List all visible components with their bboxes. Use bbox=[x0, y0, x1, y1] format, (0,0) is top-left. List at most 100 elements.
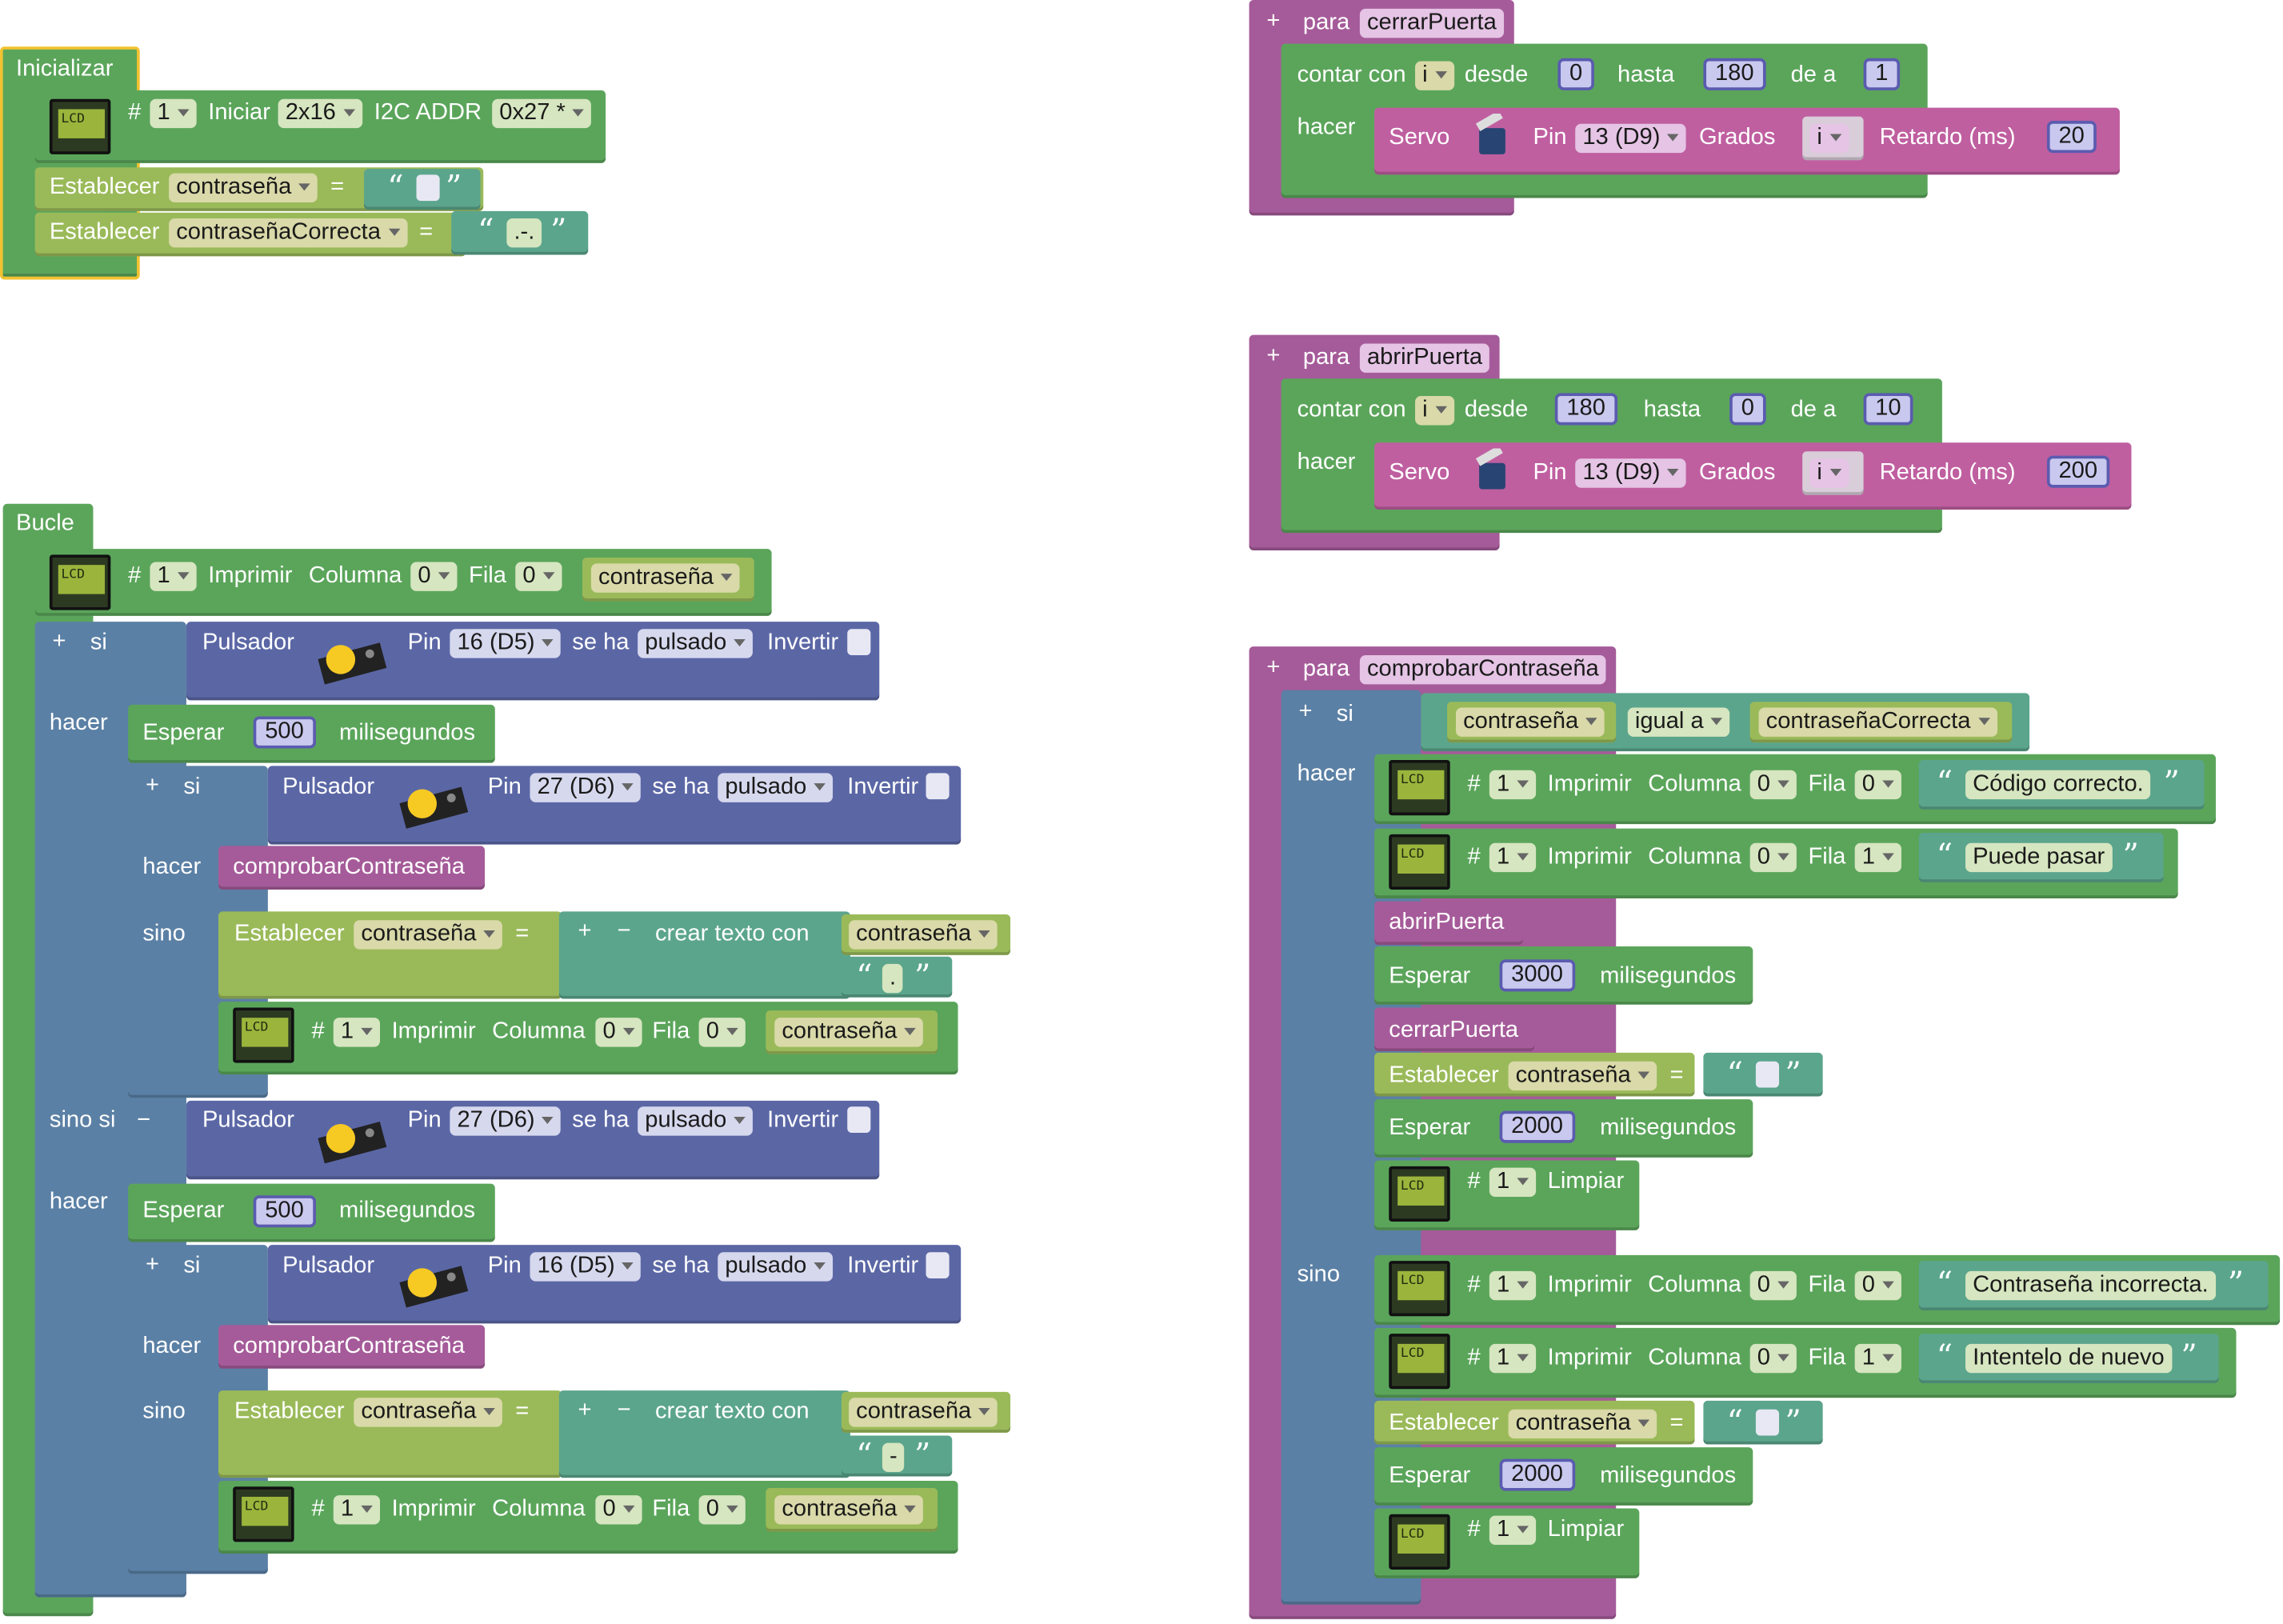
var-dropdown[interactable]: i bbox=[1415, 396, 1454, 426]
text-field[interactable] bbox=[1755, 1061, 1780, 1088]
text-value[interactable]: Contraseña incorrecta. bbox=[1965, 1270, 2216, 1301]
text-value[interactable]: Puede pasar bbox=[1965, 842, 2113, 873]
plus-icon[interactable]: + bbox=[146, 773, 160, 798]
text-field[interactable] bbox=[1755, 1409, 1780, 1436]
col-dropdown[interactable]: 0 bbox=[1749, 770, 1797, 800]
var-dropdown[interactable]: contraseña bbox=[354, 1398, 503, 1427]
var-dropdown[interactable]: contraseña bbox=[1508, 1061, 1657, 1091]
to-value[interactable]: 180 bbox=[1703, 58, 1766, 90]
text-value[interactable]: - bbox=[882, 1442, 905, 1473]
lcd-number-dropdown[interactable]: 1 bbox=[1489, 1515, 1536, 1546]
call-cerrarpuerta[interactable] bbox=[1374, 1007, 1535, 1052]
var-dropdown[interactable]: contraseña bbox=[774, 1018, 924, 1047]
proc-name-field[interactable]: abrirPuerta bbox=[1359, 343, 1490, 373]
wait-value[interactable]: 2000 bbox=[1499, 1458, 1575, 1491]
plus-icon[interactable]: + bbox=[578, 1398, 592, 1423]
row-dropdown[interactable]: 1 bbox=[1854, 842, 1901, 873]
plus-icon[interactable]: + bbox=[1266, 8, 1281, 34]
plus-icon[interactable]: + bbox=[146, 1252, 160, 1278]
pin-dropdown[interactable]: 16 (D5) bbox=[450, 629, 562, 658]
col-dropdown[interactable]: 0 bbox=[410, 562, 458, 591]
state-dropdown[interactable]: pulsado bbox=[718, 773, 834, 802]
row-dropdown[interactable]: 0 bbox=[698, 1495, 746, 1525]
text-field[interactable] bbox=[416, 174, 440, 202]
text-value[interactable]: .-. bbox=[506, 218, 542, 248]
plus-icon[interactable]: + bbox=[52, 629, 66, 654]
col-dropdown[interactable]: 0 bbox=[595, 1018, 642, 1047]
text-value[interactable]: Código correcto. bbox=[1965, 770, 2151, 800]
to-value[interactable]: 0 bbox=[1729, 393, 1766, 426]
var-dropdown[interactable]: i bbox=[1809, 123, 1849, 154]
var-dropdown[interactable]: contraseña bbox=[590, 563, 740, 593]
from-value[interactable]: 180 bbox=[1554, 393, 1617, 426]
lcd-number-dropdown[interactable]: 1 bbox=[1489, 770, 1536, 800]
minus-icon[interactable]: − bbox=[617, 1398, 631, 1423]
row-dropdown[interactable]: 0 bbox=[698, 1018, 746, 1047]
lcd-number-dropdown[interactable]: 1 bbox=[1489, 842, 1536, 873]
lcd-number-dropdown[interactable]: 1 bbox=[333, 1018, 380, 1047]
pin-dropdown[interactable]: 27 (D6) bbox=[450, 1106, 562, 1136]
join-text-block[interactable] bbox=[558, 911, 850, 999]
invert-checkbox[interactable] bbox=[926, 773, 950, 800]
col-dropdown[interactable]: 0 bbox=[1749, 1270, 1797, 1301]
step-value[interactable]: 10 bbox=[1863, 393, 1913, 426]
call-comprobar[interactable] bbox=[218, 1325, 486, 1369]
row-dropdown[interactable]: 0 bbox=[515, 562, 562, 591]
var-dropdown[interactable]: i bbox=[1809, 458, 1849, 488]
delay-value[interactable]: 200 bbox=[2046, 455, 2109, 488]
col-dropdown[interactable]: 0 bbox=[1749, 842, 1797, 873]
var-dropdown[interactable]: contraseña bbox=[849, 920, 998, 950]
lcd-number-dropdown[interactable]: 1 bbox=[1489, 1343, 1536, 1374]
addr-dropdown[interactable]: 0x27 * bbox=[492, 98, 592, 129]
state-dropdown[interactable]: pulsado bbox=[638, 1106, 754, 1136]
size-dropdown[interactable]: 2x16 bbox=[278, 98, 362, 129]
col-dropdown[interactable]: 0 bbox=[1749, 1343, 1797, 1374]
var-dropdown[interactable]: contraseñaCorrecta bbox=[1758, 707, 1997, 737]
row-dropdown[interactable]: 0 bbox=[1854, 1270, 1901, 1301]
minus-icon[interactable]: − bbox=[137, 1108, 151, 1133]
lcd-number-dropdown[interactable]: 1 bbox=[150, 98, 197, 129]
proc-name-field[interactable]: cerrarPuerta bbox=[1359, 8, 1504, 38]
var-dropdown[interactable]: contraseña bbox=[774, 1495, 924, 1525]
lcd-number-dropdown[interactable]: 1 bbox=[1489, 1167, 1536, 1198]
row-dropdown[interactable]: 1 bbox=[1854, 1343, 1901, 1374]
lcd-number-dropdown[interactable]: 1 bbox=[1489, 1270, 1536, 1301]
var-dropdown[interactable]: contraseñaCorrecta bbox=[169, 218, 407, 248]
var-dropdown[interactable]: contraseña bbox=[1508, 1409, 1657, 1439]
var-dropdown[interactable]: i bbox=[1415, 61, 1454, 90]
plus-icon[interactable]: + bbox=[1266, 343, 1281, 369]
var-dropdown[interactable]: contraseña bbox=[1456, 707, 1605, 737]
invert-checkbox[interactable] bbox=[926, 1252, 950, 1278]
plus-icon[interactable]: + bbox=[1298, 698, 1313, 724]
text-value[interactable]: Intentelo de nuevo bbox=[1965, 1343, 2172, 1374]
proc-name-field[interactable]: comprobarContraseña bbox=[1359, 655, 1606, 685]
minus-icon[interactable]: − bbox=[617, 918, 631, 944]
step-value[interactable]: 1 bbox=[1863, 58, 1900, 90]
invert-checkbox[interactable] bbox=[847, 1106, 871, 1133]
invert-checkbox[interactable] bbox=[847, 629, 871, 655]
pin-dropdown[interactable]: 27 (D6) bbox=[530, 773, 642, 802]
delay-value[interactable]: 20 bbox=[2046, 121, 2097, 154]
operator-dropdown[interactable]: igual a bbox=[1627, 707, 1730, 737]
lcd-number-dropdown[interactable]: 1 bbox=[333, 1495, 380, 1525]
var-dropdown[interactable]: contraseña bbox=[354, 920, 503, 950]
pin-dropdown[interactable]: 13 (D9) bbox=[1575, 123, 1687, 154]
wait-value[interactable]: 3000 bbox=[1499, 959, 1575, 992]
lcd-number-dropdown[interactable]: 1 bbox=[150, 562, 197, 591]
plus-icon[interactable]: + bbox=[578, 918, 592, 944]
text-value[interactable]: . bbox=[882, 963, 904, 994]
pin-dropdown[interactable]: 16 (D5) bbox=[530, 1252, 642, 1282]
plus-icon[interactable]: + bbox=[1266, 655, 1281, 680]
call-abrirpuerta[interactable] bbox=[1374, 901, 1523, 946]
pin-dropdown[interactable]: 13 (D9) bbox=[1575, 458, 1687, 488]
call-comprobar[interactable] bbox=[218, 846, 486, 890]
wait-value[interactable]: 500 bbox=[253, 716, 316, 749]
state-dropdown[interactable]: pulsado bbox=[718, 1252, 834, 1282]
col-dropdown[interactable]: 0 bbox=[595, 1495, 642, 1525]
state-dropdown[interactable]: pulsado bbox=[638, 629, 754, 658]
var-dropdown[interactable]: contraseña bbox=[169, 173, 318, 202]
wait-value[interactable]: 500 bbox=[253, 1195, 316, 1228]
wait-value[interactable]: 2000 bbox=[1499, 1110, 1575, 1143]
var-dropdown[interactable]: contraseña bbox=[849, 1398, 998, 1427]
